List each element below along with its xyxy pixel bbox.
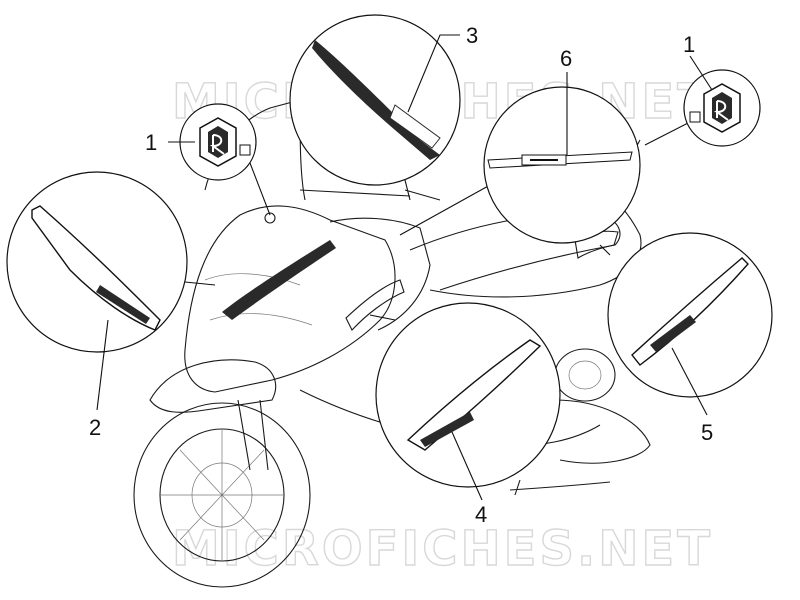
decal-3-xt-logo [389, 104, 441, 149]
brand-badge-right-letter [713, 100, 729, 121]
leader-6 [399, 184, 491, 236]
front-fender [149, 359, 277, 413]
front-shield [184, 205, 396, 393]
front-badge-spot [264, 212, 276, 224]
callout-leader-4 [451, 431, 483, 501]
side-panel [329, 217, 431, 331]
callout-leader-3 [407, 34, 460, 113]
watermark-bottom: MICROFICHES.NET [172, 521, 713, 577]
callout-6: 6 [560, 46, 572, 71]
brand-badge-left-letter [209, 134, 225, 155]
front-fork [237, 399, 269, 471]
detail-bubble-6 [483, 86, 641, 244]
decal-2-model-text [96, 285, 150, 324]
engine-cover [554, 348, 616, 402]
decal-5-xt-logo [650, 315, 696, 352]
badge-right-clip [689, 111, 701, 123]
wheel-spokes [160, 430, 284, 560]
detail-bubble-1-right [683, 69, 761, 147]
callout-leaders [96, 34, 713, 501]
leader-5 [599, 244, 611, 256]
callout-labels: 1 1 2 3 4 5 6 [89, 23, 713, 527]
front-stripe [222, 240, 336, 320]
callout-3: 3 [466, 23, 478, 48]
callout-5: 5 [701, 420, 713, 445]
front-wheel [133, 402, 311, 588]
detail-bubble-1-left [179, 103, 257, 181]
shield-lines [204, 273, 313, 326]
brand-badge-right-inner [712, 92, 732, 124]
rear-wheel [554, 399, 651, 464]
engine-hub [568, 360, 602, 390]
callout-leader-5 [671, 347, 708, 416]
callout-1-right: 1 [683, 32, 695, 57]
leader-4 [369, 314, 396, 321]
side-reflector [345, 279, 405, 331]
handlebar [299, 189, 441, 201]
brand-badge-left-inner [208, 126, 228, 158]
detail-bubble-5 [607, 232, 773, 398]
detail-bubble-4 [375, 302, 561, 488]
detail-bubble-3 [289, 14, 461, 186]
detail-bubble-2 [6, 171, 188, 353]
decal-4-model-text [420, 412, 474, 447]
callout-4: 4 [475, 502, 487, 527]
badge-left-clip [239, 144, 251, 156]
decal-2-stripe [31, 205, 161, 331]
leader-2 [184, 281, 216, 286]
center-stand [509, 479, 611, 496]
callout-leader-1-right [689, 55, 713, 91]
leader-badge-right [644, 121, 691, 146]
callout-2: 2 [89, 415, 101, 440]
seat [409, 213, 621, 291]
callout-1-left: 1 [145, 130, 157, 155]
callout-leader-2 [96, 319, 109, 411]
